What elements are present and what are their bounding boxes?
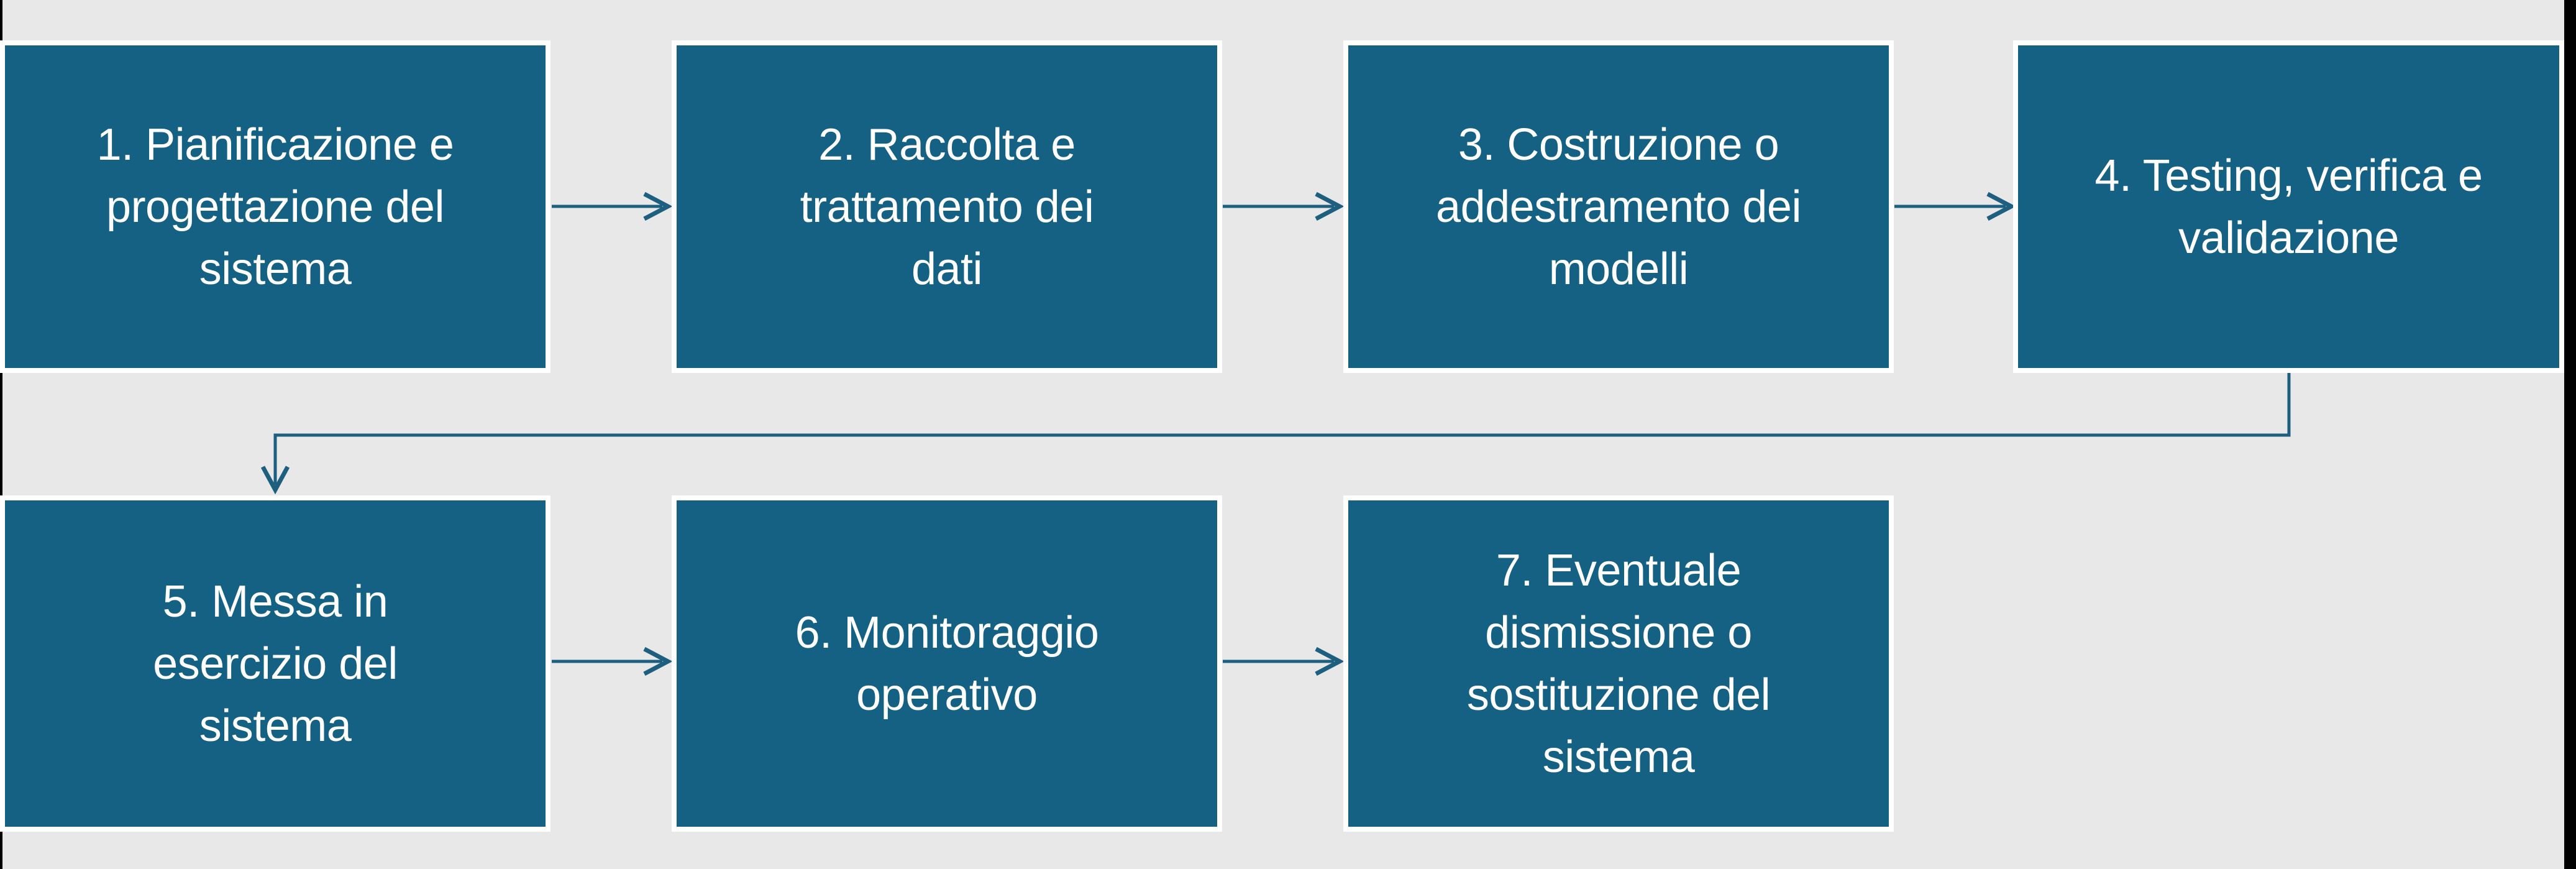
- arrow-6-to-7: [1223, 646, 1345, 676]
- flow-box-4-label: 4. Testing, verifica e validazione: [2094, 150, 2483, 263]
- flow-box-4: 4. Testing, verifica e validazione: [2013, 40, 2564, 373]
- flow-box-2-label: 2. Raccolta e trattamento dei dati: [800, 119, 1094, 294]
- arrow-3-to-4: [1894, 191, 2016, 221]
- flow-box-5-label: 5. Messa in esercizio del sistema: [153, 576, 398, 751]
- connector-4-to-5: [260, 372, 2291, 495]
- left-edge-line: [0, 0, 2, 869]
- flow-box-6-label: 6. Monitoraggio operativo: [795, 607, 1099, 720]
- flow-box-2: 2. Raccolta e trattamento dei dati: [672, 40, 1222, 373]
- arrow-5-to-6: [552, 646, 673, 676]
- arrow-1-to-2: [552, 191, 673, 221]
- flow-box-7: 7. Eventuale dismissione o sostituzione …: [1343, 495, 1894, 832]
- flow-box-3: 3. Costruzione o addestramento dei model…: [1343, 40, 1894, 373]
- flow-box-1-label: 1. Pianificazione e progettazione del si…: [96, 119, 454, 294]
- arrow-2-to-3: [1223, 191, 1345, 221]
- flow-box-3-label: 3. Costruzione o addestramento dei model…: [1436, 119, 1801, 294]
- right-edge-line: [2564, 0, 2576, 869]
- flow-box-1: 1. Pianificazione e progettazione del si…: [0, 40, 550, 373]
- flow-box-7-label: 7. Eventuale dismissione o sostituzione …: [1466, 545, 1771, 782]
- flow-box-6: 6. Monitoraggio operativo: [672, 495, 1222, 832]
- flow-box-5: 5. Messa in esercizio del sistema: [0, 495, 550, 832]
